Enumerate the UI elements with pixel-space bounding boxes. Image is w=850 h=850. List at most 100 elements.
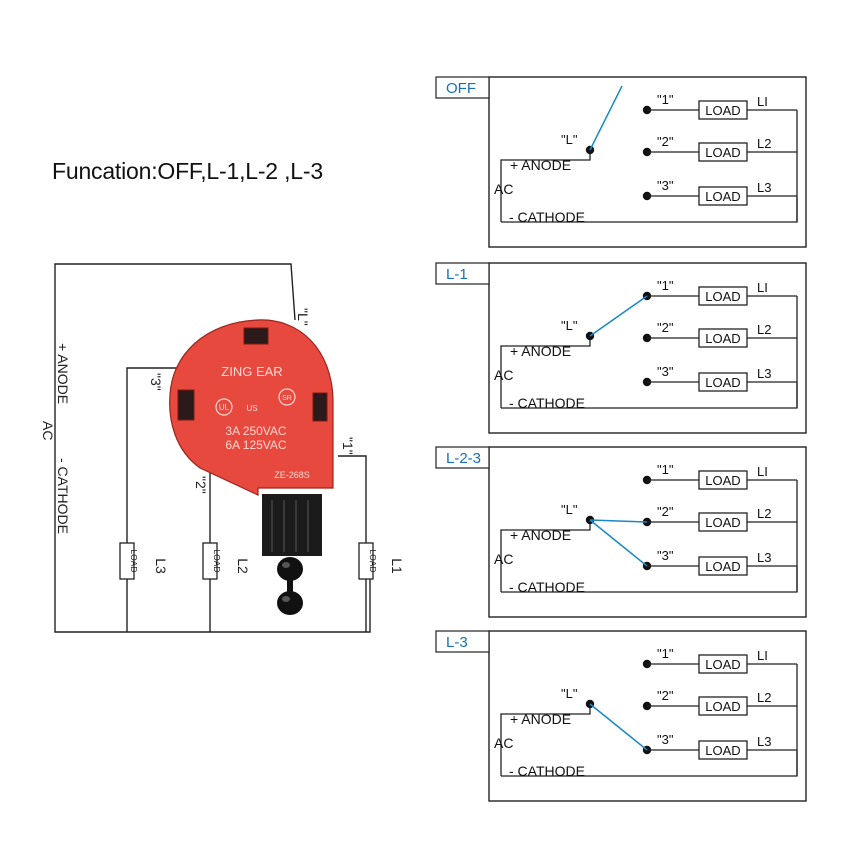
- panel-frame: [488, 76, 807, 248]
- terminal-l-label: "L": [561, 686, 578, 701]
- output-1-label: LI: [757, 280, 768, 295]
- load-label: LOAD: [705, 145, 740, 160]
- load-label: LOAD: [129, 549, 139, 572]
- cathode-label: - CATHODE: [55, 458, 71, 534]
- terminal-tab-1: [312, 392, 328, 422]
- cathode-label: - CATHODE: [509, 763, 585, 779]
- anode-label: + ANODE: [510, 527, 571, 543]
- ac-label: AC: [494, 367, 513, 383]
- output-3-label: L3: [757, 550, 771, 565]
- load-label: LOAD: [368, 549, 378, 572]
- switch-blade-3: [589, 703, 648, 751]
- panel-frame: [488, 262, 807, 434]
- ul-suffix: US: [246, 404, 257, 413]
- panel-label: L-1: [446, 266, 468, 283]
- anode-label: + ANODE: [55, 343, 71, 404]
- panel-tab: [435, 446, 490, 469]
- ac-label: AC: [494, 551, 513, 567]
- terminal-tab-3: [177, 389, 195, 421]
- load-label: LOAD: [705, 559, 740, 574]
- output-2-label: L2: [757, 690, 771, 705]
- switch-blade-open: [589, 85, 623, 151]
- anode-wire: [500, 521, 591, 544]
- anode-label: + ANODE: [510, 711, 571, 727]
- output-3-label: L3: [757, 366, 771, 381]
- ac-label: AC: [494, 181, 513, 197]
- left-load-l3: LOAD: [119, 542, 139, 580]
- switch-blade-2: [589, 519, 648, 523]
- terminal-2-label: "2": [657, 134, 674, 149]
- rating-2: 6A 125VAC: [225, 438, 286, 452]
- terminal-l-label: "L": [561, 318, 578, 333]
- terminal-3-label: "3": [657, 178, 674, 193]
- load-label: LOAD: [705, 103, 740, 118]
- terminal-l-label: "L": [295, 308, 311, 326]
- panel-frame: [488, 630, 807, 802]
- anode-label: + ANODE: [510, 343, 571, 359]
- terminal-2-label: "2": [193, 476, 209, 494]
- output-3-label: L3: [757, 180, 771, 195]
- terminal-1-label: "1": [657, 278, 674, 293]
- cathode-label: - CATHODE: [509, 395, 585, 411]
- brand-label: ZING EAR: [221, 364, 282, 379]
- cathode-label: - CATHODE: [509, 209, 585, 225]
- ac-label: AC: [40, 421, 56, 440]
- l3-label: L3: [153, 558, 169, 574]
- terminal-1-label: "1": [340, 437, 356, 455]
- cathode-label: - CATHODE: [509, 579, 585, 595]
- load-label: LOAD: [705, 289, 740, 304]
- panel-l-1: L-1 + ANODE AC - CATHODE "L" "1" LOAD LI "2" LOAD…: [435, 262, 807, 434]
- output-3-label: L3: [757, 734, 771, 749]
- left-load-l1: LOAD: [358, 542, 378, 580]
- output-2-label: L2: [757, 136, 771, 151]
- terminal-3-label: "3": [148, 373, 164, 391]
- output-2-label: L2: [757, 322, 771, 337]
- output-1-label: LI: [757, 464, 768, 479]
- switch-blade-1: [589, 295, 648, 337]
- anode-wire: [500, 151, 591, 174]
- load-label: LOAD: [705, 375, 740, 390]
- model-label: ZE-268S: [274, 470, 310, 480]
- terminal-3-label: "3": [657, 732, 674, 747]
- load-label: LOAD: [705, 699, 740, 714]
- terminal-3-label: "3": [657, 364, 674, 379]
- terminal-3-label: "3": [657, 548, 674, 563]
- anode-label: + ANODE: [510, 157, 571, 173]
- sr-mark: SR: [282, 395, 292, 402]
- ul-mark-icon: [215, 398, 233, 416]
- terminal-l-label: "L": [561, 132, 578, 147]
- panel-label: L-2-3: [446, 450, 481, 467]
- load-label: LOAD: [705, 657, 740, 672]
- left-load-l2: LOAD: [202, 542, 222, 580]
- panel-label: L-3: [446, 634, 468, 651]
- terminal-2-label: "2": [657, 320, 674, 335]
- load-label: LOAD: [705, 515, 740, 530]
- load-label: LOAD: [212, 549, 222, 572]
- l2-label: L2: [235, 558, 251, 574]
- function-title: Funcation:OFF,L-1,L-2 ,L-3: [52, 158, 323, 184]
- terminal-tab-l: [243, 327, 269, 345]
- terminal-1-label: "1": [657, 462, 674, 477]
- load-label: LOAD: [705, 331, 740, 346]
- wire-l-loop: [54, 263, 371, 633]
- panel-frame: [488, 446, 807, 618]
- switch-blade-3: [589, 519, 648, 567]
- panel-tab: [435, 262, 490, 285]
- terminal-1-label: "1": [657, 92, 674, 107]
- pull-chain-switch: ZING EAR UL US SR 3A 250VAC 6A 125VAC ZE…: [169, 319, 334, 615]
- switch-body: [169, 319, 334, 496]
- rating-1: 3A 250VAC: [225, 424, 286, 438]
- panel-tab: [435, 630, 490, 653]
- ac-label: AC: [494, 735, 513, 751]
- terminal-1-label: "1": [657, 646, 674, 661]
- load-label: LOAD: [705, 473, 740, 488]
- panel-tab: [435, 76, 490, 99]
- terminal-l-label: "L": [561, 502, 578, 517]
- sr-mark-icon: [278, 388, 296, 406]
- l1-label: L1: [389, 558, 405, 574]
